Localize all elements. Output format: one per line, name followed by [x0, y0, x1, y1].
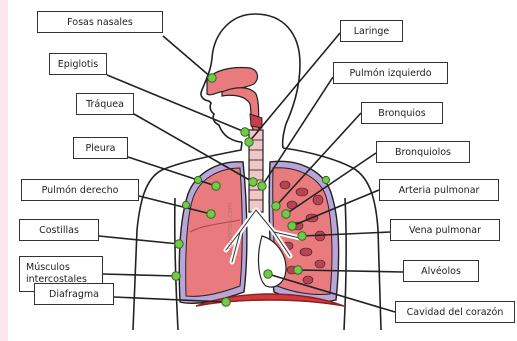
label-pleura: Pleura — [73, 137, 128, 159]
pointer-musculos — [103, 274, 176, 276]
dot-diafragma — [222, 298, 230, 306]
dot-bronquios — [272, 202, 280, 210]
label-pulmon-izquierdo: Pulmón izquierdo — [333, 62, 448, 84]
label-cavidad-corazon: Cavidad del corazón — [395, 301, 515, 323]
dot-cavidad-corazon — [264, 270, 272, 278]
label-traquea: Tráquea — [76, 93, 134, 115]
dot-musculos — [172, 272, 180, 280]
dot-pulmon-derecho — [207, 210, 215, 218]
dot-laringe — [245, 138, 253, 146]
dot-pulmon-izquierdo — [258, 182, 266, 190]
dot-costillas — [175, 240, 183, 248]
pointer-pleura — [128, 157, 216, 186]
label-vena-pulmonar: Vena pulmonar — [390, 219, 500, 241]
pointer-costillas — [99, 236, 179, 244]
dot-arteria-pulmonar — [288, 222, 296, 230]
dot-traquea — [249, 178, 257, 186]
pointer-traquea — [134, 114, 253, 182]
dot-fosas-nasales — [208, 74, 216, 82]
dot-epiglotis — [241, 128, 249, 136]
pointer-fosas-nasales — [163, 36, 212, 78]
dot-pleura — [212, 182, 220, 190]
label-alveolos: Alvéolos — [403, 260, 479, 282]
label-fosas-nasales: Fosas nasales — [37, 11, 163, 33]
dot-vena-pulmonar — [298, 232, 306, 240]
dot-rib-2 — [182, 201, 189, 208]
label-laringe: Laringe — [340, 20, 403, 42]
label-epiglotis: Epiglotis — [49, 53, 107, 75]
edge-strip — [0, 0, 8, 341]
label-bronquios: Bronquios — [361, 102, 443, 124]
dot-alveolos — [294, 266, 302, 274]
label-bronquiolos: Bronquiolos — [376, 141, 470, 163]
dot-rib-3 — [322, 176, 329, 183]
label-pulmon-derecho: Pulmón derecho — [21, 179, 139, 201]
label-arteria-pulmonar: Arteria pulmonar — [379, 179, 499, 201]
label-costillas: Costillas — [19, 219, 99, 241]
label-diafragma: Diafragma — [34, 283, 114, 305]
dot-rib-1 — [194, 176, 201, 183]
dot-bronquiolos — [282, 210, 290, 218]
watermark: cuadernos.com — [226, 202, 234, 256]
